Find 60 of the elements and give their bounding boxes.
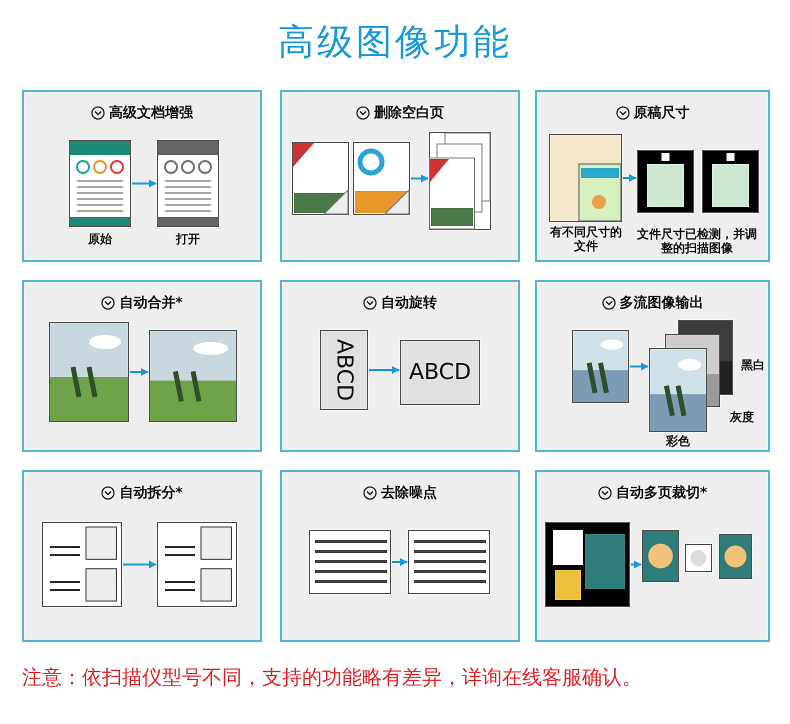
page-picture [719, 534, 752, 579]
arrow [631, 560, 642, 568]
panel-heading: 原稿尺寸 [634, 104, 690, 122]
caption-text: 彩色 [664, 434, 691, 448]
panel-heading: 多流图像输出 [620, 294, 704, 312]
page-card [400, 340, 480, 405]
feature-panel [535, 280, 770, 452]
page-title: 高级图像功能 [277, 21, 513, 65]
feature-panel [280, 470, 520, 642]
feature-panel [22, 470, 262, 642]
page-picture [649, 348, 707, 432]
page-picture [642, 530, 679, 582]
footnote-text: 注意：依扫描仪型号不同，支持的功能略有差异，详询在线客服确认。 [22, 664, 642, 691]
caption-text: 灰度 [728, 410, 755, 424]
arrow [392, 558, 408, 566]
arrow [369, 366, 400, 374]
arrow [130, 368, 149, 376]
panel-heading: 删除空白页 [374, 104, 444, 122]
page-picture [353, 142, 410, 215]
panel-heading: 自动旋转 [381, 294, 437, 312]
page-picture [549, 134, 622, 222]
arrow [623, 174, 637, 182]
page-picture [545, 522, 630, 607]
page-picture [49, 322, 129, 422]
page-picture [702, 150, 759, 213]
caption-text: 文件尺寸已检测，并调整的扫描图像 [636, 227, 758, 255]
caption-text: 原始 [87, 232, 113, 246]
feature-panel [22, 90, 262, 262]
page-picture [408, 530, 490, 594]
page-picture [149, 330, 237, 422]
arrow [411, 174, 429, 182]
page-picture [429, 132, 491, 230]
caption-text: 有不同尺寸的文件 [548, 225, 623, 253]
page-card [320, 330, 368, 410]
panel-heading: 去除噪点 [381, 484, 437, 502]
arrow [123, 560, 157, 568]
sample-text: ABCD [332, 338, 356, 402]
feature-panel [22, 280, 262, 452]
page-picture [685, 544, 712, 572]
page-picture [572, 330, 629, 403]
page-picture [637, 150, 694, 213]
panel-heading: 自动多页裁切* [616, 484, 708, 502]
page-picture [69, 140, 131, 227]
feature-panel [535, 470, 770, 642]
feature-panel [280, 280, 520, 452]
page-picture [309, 530, 391, 594]
page-picture [157, 522, 237, 607]
arrow [132, 180, 157, 188]
sample-text: ABCD [408, 360, 472, 385]
feature-panel [535, 90, 770, 262]
caption-text: 打开 [174, 232, 201, 246]
panel-heading: 自动合并* [119, 294, 183, 312]
page-picture [42, 522, 122, 607]
panel-heading: 高级文档增强 [109, 104, 193, 122]
page-picture [157, 140, 219, 227]
panel-heading: 自动拆分* [119, 484, 183, 502]
arrow [630, 362, 649, 370]
feature-panel [280, 90, 520, 262]
caption-text: 黑白 [740, 358, 766, 372]
page-picture [292, 142, 349, 215]
